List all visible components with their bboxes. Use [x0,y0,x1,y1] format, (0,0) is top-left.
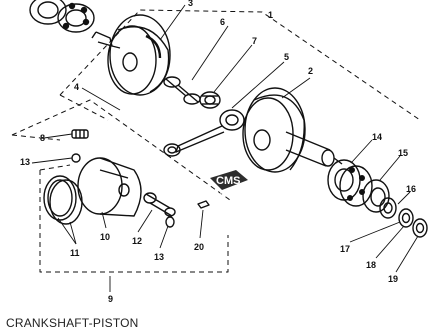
callout-12: 12 [132,236,142,246]
callout-18: 18 [366,260,376,270]
crank-half-right [242,87,343,173]
callout-9: 9 [108,294,113,304]
leader-lines [31,4,419,292]
callout-8: 8 [40,133,45,143]
callout-2: 2 [308,66,313,76]
woodruff-key [197,200,210,209]
piston [77,157,142,217]
callout-19: 19 [388,274,398,284]
callout-11: 11 [70,248,80,258]
washer-19 [412,218,428,238]
needle-bearing-big-end [199,91,221,109]
circlip-lower [165,216,175,228]
bearing-upper-left [29,0,95,33]
cms-watermark: CMS www.cmsnl.com [210,170,255,198]
callout-13-upper: 13 [20,157,30,167]
diagram-caption: CRANKSHAFT-PISTON [6,316,139,330]
callout-3: 3 [188,0,193,8]
callout-16: 16 [406,184,416,194]
circlip-upper [71,153,81,163]
bearing-right [327,159,373,207]
washer-16 [379,197,397,219]
assembly-outline-9 [39,164,229,273]
callout-labels: 1 2 3 4 5 6 7 8 9 10 11 12 13 13 14 15 1… [20,0,416,304]
piston-rings [43,175,83,225]
callout-4: 4 [74,82,79,92]
connecting-rod [163,109,245,157]
callout-5: 5 [284,52,289,62]
crank-pin [163,76,201,105]
watermark-site: www.cmsnl.com [211,192,255,198]
crank-half-left [91,14,171,96]
callout-15: 15 [398,148,408,158]
callout-17: 17 [340,244,350,254]
callout-20: 20 [194,242,204,252]
watermark-brand: CMS [216,175,240,187]
needle-bearing-small-end [71,129,89,139]
washer-17 [398,208,414,228]
callout-14: 14 [372,132,382,142]
callout-13-lower: 13 [154,252,164,262]
piston-pin [143,192,176,217]
assembly-outline-1 [11,9,421,201]
callout-6: 6 [220,17,225,27]
callout-7: 7 [252,36,257,46]
callout-10: 10 [100,232,110,242]
callout-1: 1 [268,10,273,20]
oil-seal [362,179,390,213]
